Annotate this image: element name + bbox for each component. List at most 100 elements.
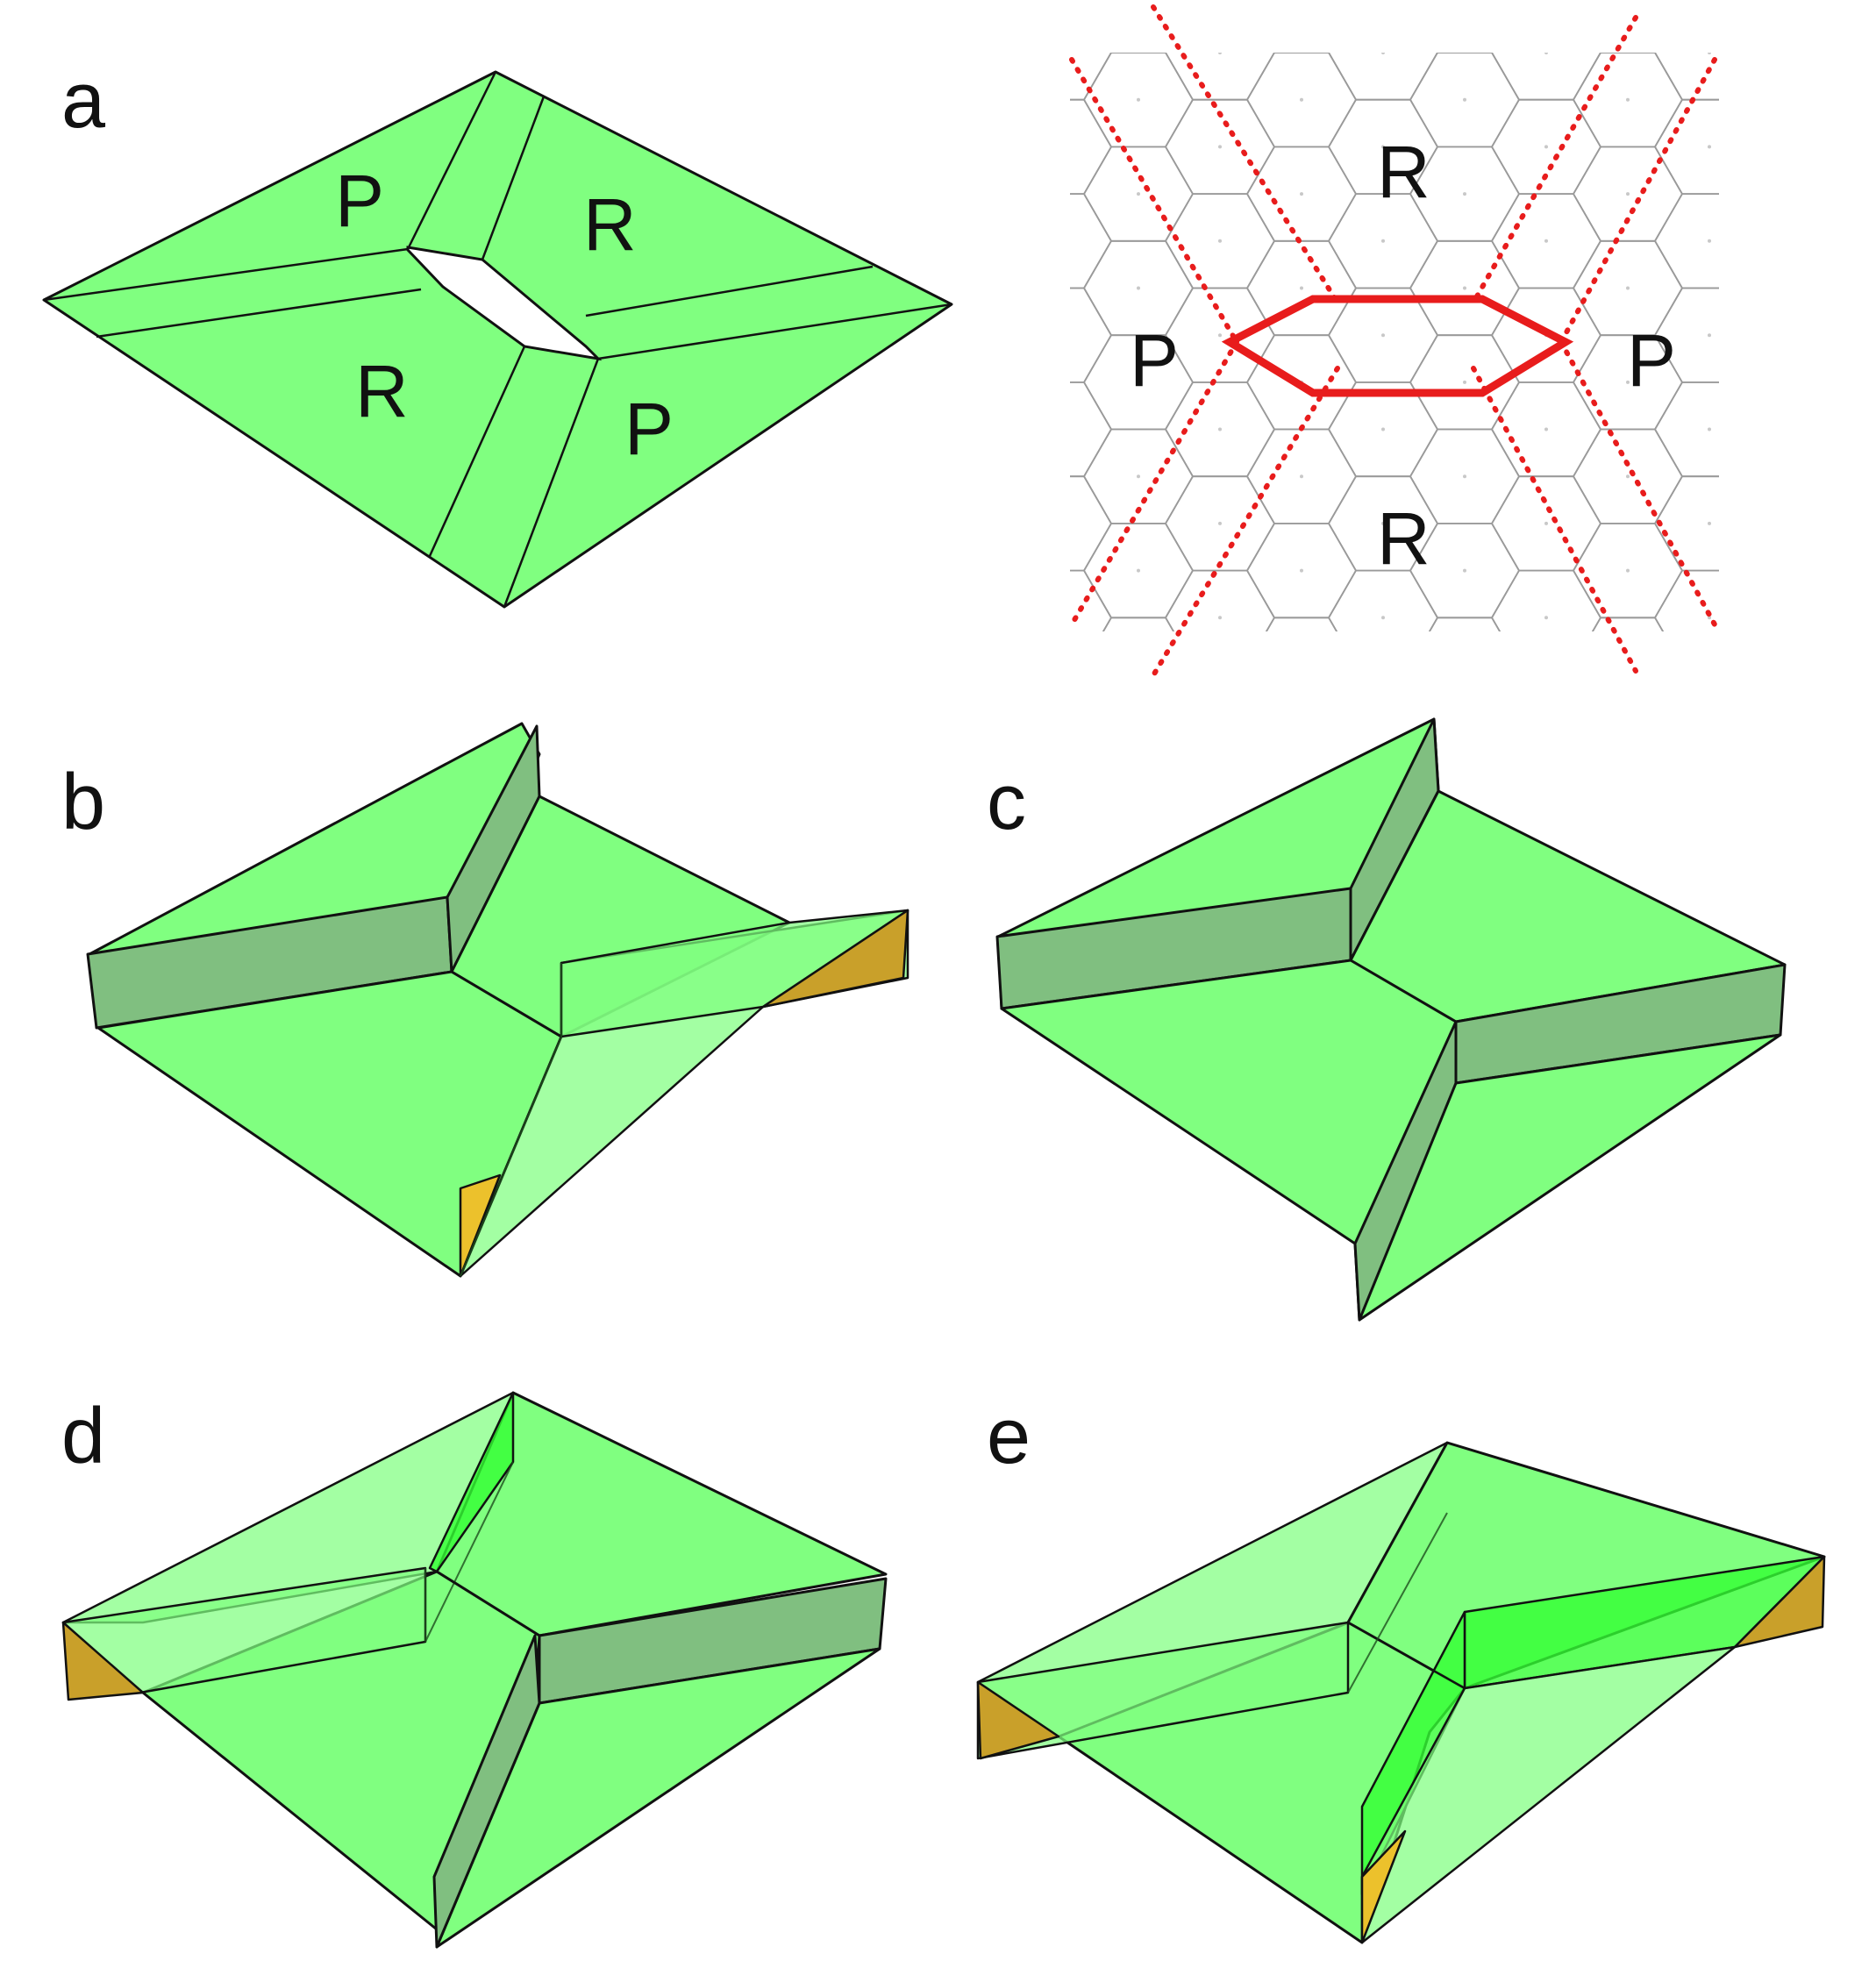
lattice-site	[1055, 522, 1059, 525]
lattice-hexagon	[1653, 475, 1719, 572]
lattice-site	[1544, 710, 1548, 714]
lattice-hexagon	[1166, 665, 1274, 759]
panel-d-wall-front	[432, 1634, 541, 1949]
lattice-hexagon	[921, 241, 1030, 335]
lattice-site	[974, 663, 977, 667]
lattice-site	[1708, 239, 1711, 243]
lattice-site	[1463, 474, 1466, 479]
lattice-hexagon	[921, 335, 1030, 429]
lattice-site	[974, 757, 977, 760]
lattice-hexagon	[1653, 381, 1719, 478]
panel-e-hidden-edges	[1347, 1512, 1448, 1693]
lattice-hexagon	[921, 524, 1030, 617]
lattice-site	[1055, 239, 1059, 243]
lattice-site	[1626, 192, 1630, 196]
lattice-site	[1544, 145, 1548, 149]
lattice-hexagon	[1653, 569, 1719, 631]
lattice-site	[1626, 97, 1630, 102]
panel-a-sheet	[42, 70, 953, 609]
lattice-hexagon	[1653, 193, 1719, 289]
lattice-site	[1137, 380, 1140, 384]
lattice-site	[1463, 380, 1466, 384]
lattice-site	[974, 98, 977, 102]
panel-d-triangle-left	[61, 1621, 145, 1701]
lattice-site	[974, 569, 977, 573]
lattice-site	[1544, 427, 1548, 431]
lattice-hexagon	[1653, 287, 1719, 383]
lattice-site	[1300, 663, 1303, 667]
panel-b-triangle-right	[761, 909, 909, 1009]
lattice-hexagon	[1492, 665, 1601, 759]
lattice-site	[1708, 427, 1711, 431]
lattice-site	[1055, 145, 1059, 148]
lattice-site	[1463, 286, 1466, 290]
lattice-site	[1055, 428, 1059, 431]
lattice-hexagon	[1428, 617, 1502, 631]
lattice-site	[1218, 239, 1222, 243]
lattice-hexagon	[1265, 617, 1338, 631]
lattice-site	[1708, 53, 1711, 54]
lattice-hexagon	[1070, 53, 1113, 101]
lattice-hexagon	[1070, 193, 1113, 289]
lattice-label-r-top: R	[1377, 131, 1430, 213]
lattice-site	[1137, 97, 1140, 102]
lattice-site	[1218, 616, 1222, 620]
lattice-site	[1300, 568, 1303, 573]
panel-d-letter: d	[61, 1393, 105, 1480]
lattice-site	[1381, 145, 1385, 149]
lattice-site	[1137, 568, 1140, 573]
panel-a-hole	[406, 246, 603, 361]
lattice-hexagon	[1002, 665, 1111, 759]
lattice-hexagon	[921, 0, 1030, 53]
lattice-site	[1137, 192, 1140, 196]
panel-a-label-r-right: R	[583, 183, 637, 266]
lattice-site	[1300, 757, 1303, 760]
panel-a: a P R R P	[42, 57, 953, 609]
lattice-site	[974, 287, 977, 290]
panel-d-crease	[436, 1570, 540, 1637]
lattice-site	[1137, 4, 1140, 7]
lattice-hexagon	[1490, 53, 1602, 101]
lattice-site	[1137, 663, 1140, 667]
panel-e-crease	[1347, 1621, 1466, 1690]
lattice-site	[1055, 710, 1059, 714]
lattice-site	[1137, 474, 1140, 479]
panel-a-letter: a	[61, 57, 106, 145]
panel-d-hidden-edges	[424, 1461, 514, 1643]
lattice-hexagon	[1492, 0, 1601, 5]
lattice-site	[1544, 239, 1548, 243]
lattice-site	[1708, 710, 1711, 714]
lattice-site	[1055, 51, 1059, 54]
lattice-site	[1381, 53, 1385, 54]
lattice-site	[974, 192, 977, 196]
lattice-site	[1218, 427, 1222, 431]
lattice-site	[1218, 521, 1222, 525]
lattice-hexagon	[1084, 712, 1193, 806]
lattice-hexagon	[1070, 381, 1113, 478]
lattice-hexagon	[1070, 569, 1113, 631]
panel-e-triangle-bottom	[1360, 1829, 1407, 1944]
lattice-hexagon	[921, 430, 1030, 524]
lattice-site	[1626, 380, 1630, 384]
lattice-hexagon	[1573, 712, 1682, 806]
panel-a-label-r-left: R	[355, 350, 409, 432]
panel-e-letter: e	[987, 1393, 1031, 1480]
lattice-site	[1463, 568, 1466, 573]
lattice-site	[1381, 239, 1385, 243]
lattice-hexagon	[1164, 53, 1276, 101]
lattice-site	[974, 381, 977, 384]
lattice-hexagon	[1327, 53, 1439, 101]
panel-d: d	[61, 1391, 888, 1949]
panel-b: b	[61, 722, 909, 1278]
panel-e: e	[976, 1393, 1826, 1944]
lattice-site	[1218, 53, 1222, 54]
lattice-site	[1300, 97, 1303, 102]
lattice-site	[1218, 145, 1222, 149]
lattice-site	[1218, 710, 1222, 714]
lattice-site	[1381, 710, 1385, 714]
hex-lattice	[921, 0, 1719, 806]
lattice-site	[1463, 192, 1466, 196]
lattice-site	[1544, 521, 1548, 525]
